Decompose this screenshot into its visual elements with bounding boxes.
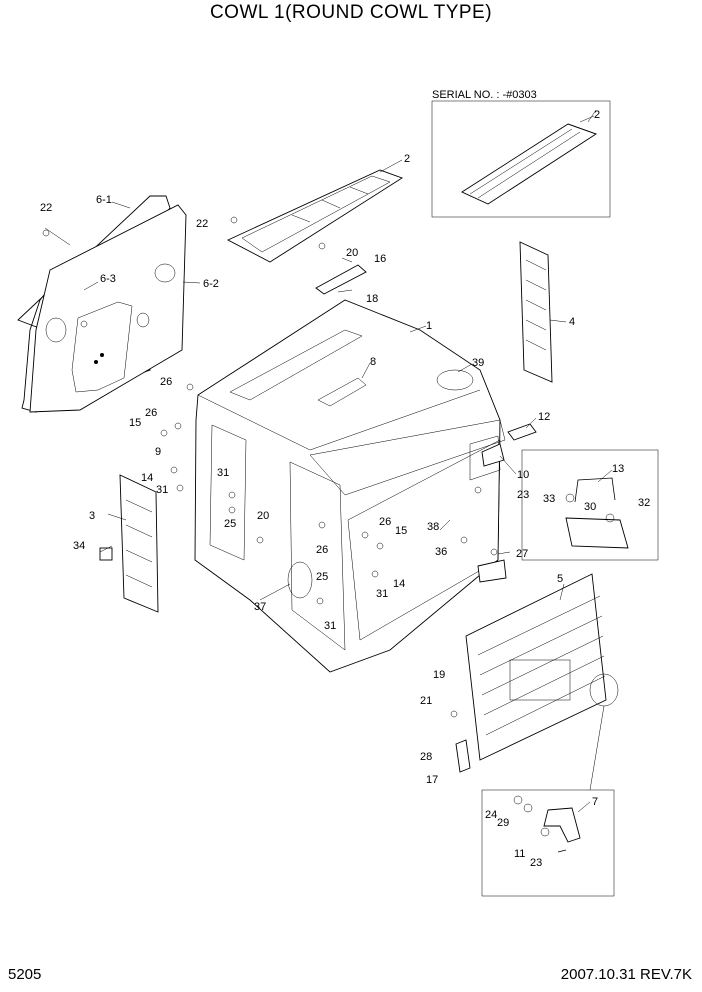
callout-34: 34 — [73, 540, 85, 552]
callout-7: 7 — [592, 796, 598, 808]
callout-13: 13 — [612, 463, 624, 475]
serial-note: SERIAL NO. : -#0303 — [432, 89, 537, 101]
callout-38: 38 — [427, 521, 439, 533]
callout-21: 21 — [420, 695, 432, 707]
callout-2: 2 — [404, 153, 410, 165]
side-grille-3 — [99, 474, 159, 613]
callout-22-top: 22 — [196, 218, 208, 230]
callout-3: 3 — [89, 510, 95, 522]
callout-30: 30 — [584, 501, 596, 513]
callout-17: 17 — [426, 774, 438, 786]
callout-15-right: 15 — [395, 525, 407, 537]
callout-37: 37 — [254, 601, 266, 613]
callout-14-right: 14 — [393, 578, 405, 590]
callout-26-d: 26 — [316, 544, 328, 556]
callout-19: 19 — [433, 669, 445, 681]
callout-10: 10 — [517, 469, 529, 481]
callout-11: 11 — [514, 848, 525, 860]
callout-8: 8 — [370, 356, 376, 368]
callout-20-top: 20 — [346, 247, 358, 259]
callout-26-c: 26 — [379, 516, 391, 528]
side-panel-6 — [17, 195, 187, 413]
callout-39: 39 — [472, 357, 484, 369]
callout-4: 4 — [569, 316, 575, 328]
handle-inset — [521, 449, 659, 561]
door-panel-5 — [465, 573, 619, 791]
serial-inset — [431, 100, 611, 218]
callout-33: 33 — [543, 493, 555, 505]
callout-23-b: 23 — [530, 857, 542, 869]
callout-20-mid: 20 — [257, 510, 269, 522]
revision-date: 2007.10.31 REV.7K — [560, 966, 692, 983]
callout-26-b: 26 — [145, 407, 157, 419]
callout-27: 27 — [516, 548, 528, 560]
callout-1: 1 — [426, 320, 432, 332]
callouts: 2 2 6-1 22 22 20 16 6-3 6-2 18 1 4 8 39 … — [40, 109, 650, 869]
callout-18: 18 — [366, 293, 378, 305]
callout-16: 16 — [374, 253, 386, 265]
callout-26-a: 26 — [160, 376, 172, 388]
callout-36: 36 — [435, 546, 447, 558]
callout-25-a: 25 — [224, 518, 236, 530]
callout-22-left: 22 — [40, 202, 52, 214]
callout-32: 32 — [638, 497, 650, 509]
callout-29: 29 — [497, 817, 509, 829]
callout-25-b: 25 — [316, 571, 328, 583]
callout-15-left: 15 — [129, 417, 141, 429]
callout-24: 24 — [485, 809, 497, 821]
small-parts — [42, 216, 537, 773]
top-grille-2 — [226, 169, 404, 263]
side-grille-4 — [519, 241, 553, 383]
callout-31-d: 31 — [324, 620, 336, 632]
cowl-body-1 — [194, 299, 506, 673]
callout-6-1: 6-1 — [96, 194, 112, 206]
callout-23-a: 23 — [517, 489, 529, 501]
callout-31-a: 31 — [217, 467, 229, 479]
latch-inset — [481, 789, 615, 897]
callout-6-3: 6-3 — [100, 273, 116, 285]
callout-9: 9 — [155, 446, 161, 458]
callout-5: 5 — [557, 573, 563, 585]
page-number: 5205 — [8, 966, 42, 983]
leader-lines — [83, 115, 613, 813]
callout-2-inset: 2 — [594, 109, 600, 121]
page-title: COWL 1(ROUND COWL TYPE) — [209, 2, 493, 23]
callout-14-left: 14 — [141, 472, 153, 484]
callout-31-b: 31 — [156, 484, 168, 496]
callout-31-c: 31 — [376, 588, 388, 600]
callout-6-2: 6-2 — [203, 278, 219, 290]
callout-28: 28 — [420, 751, 432, 763]
callout-12: 12 — [538, 411, 550, 423]
